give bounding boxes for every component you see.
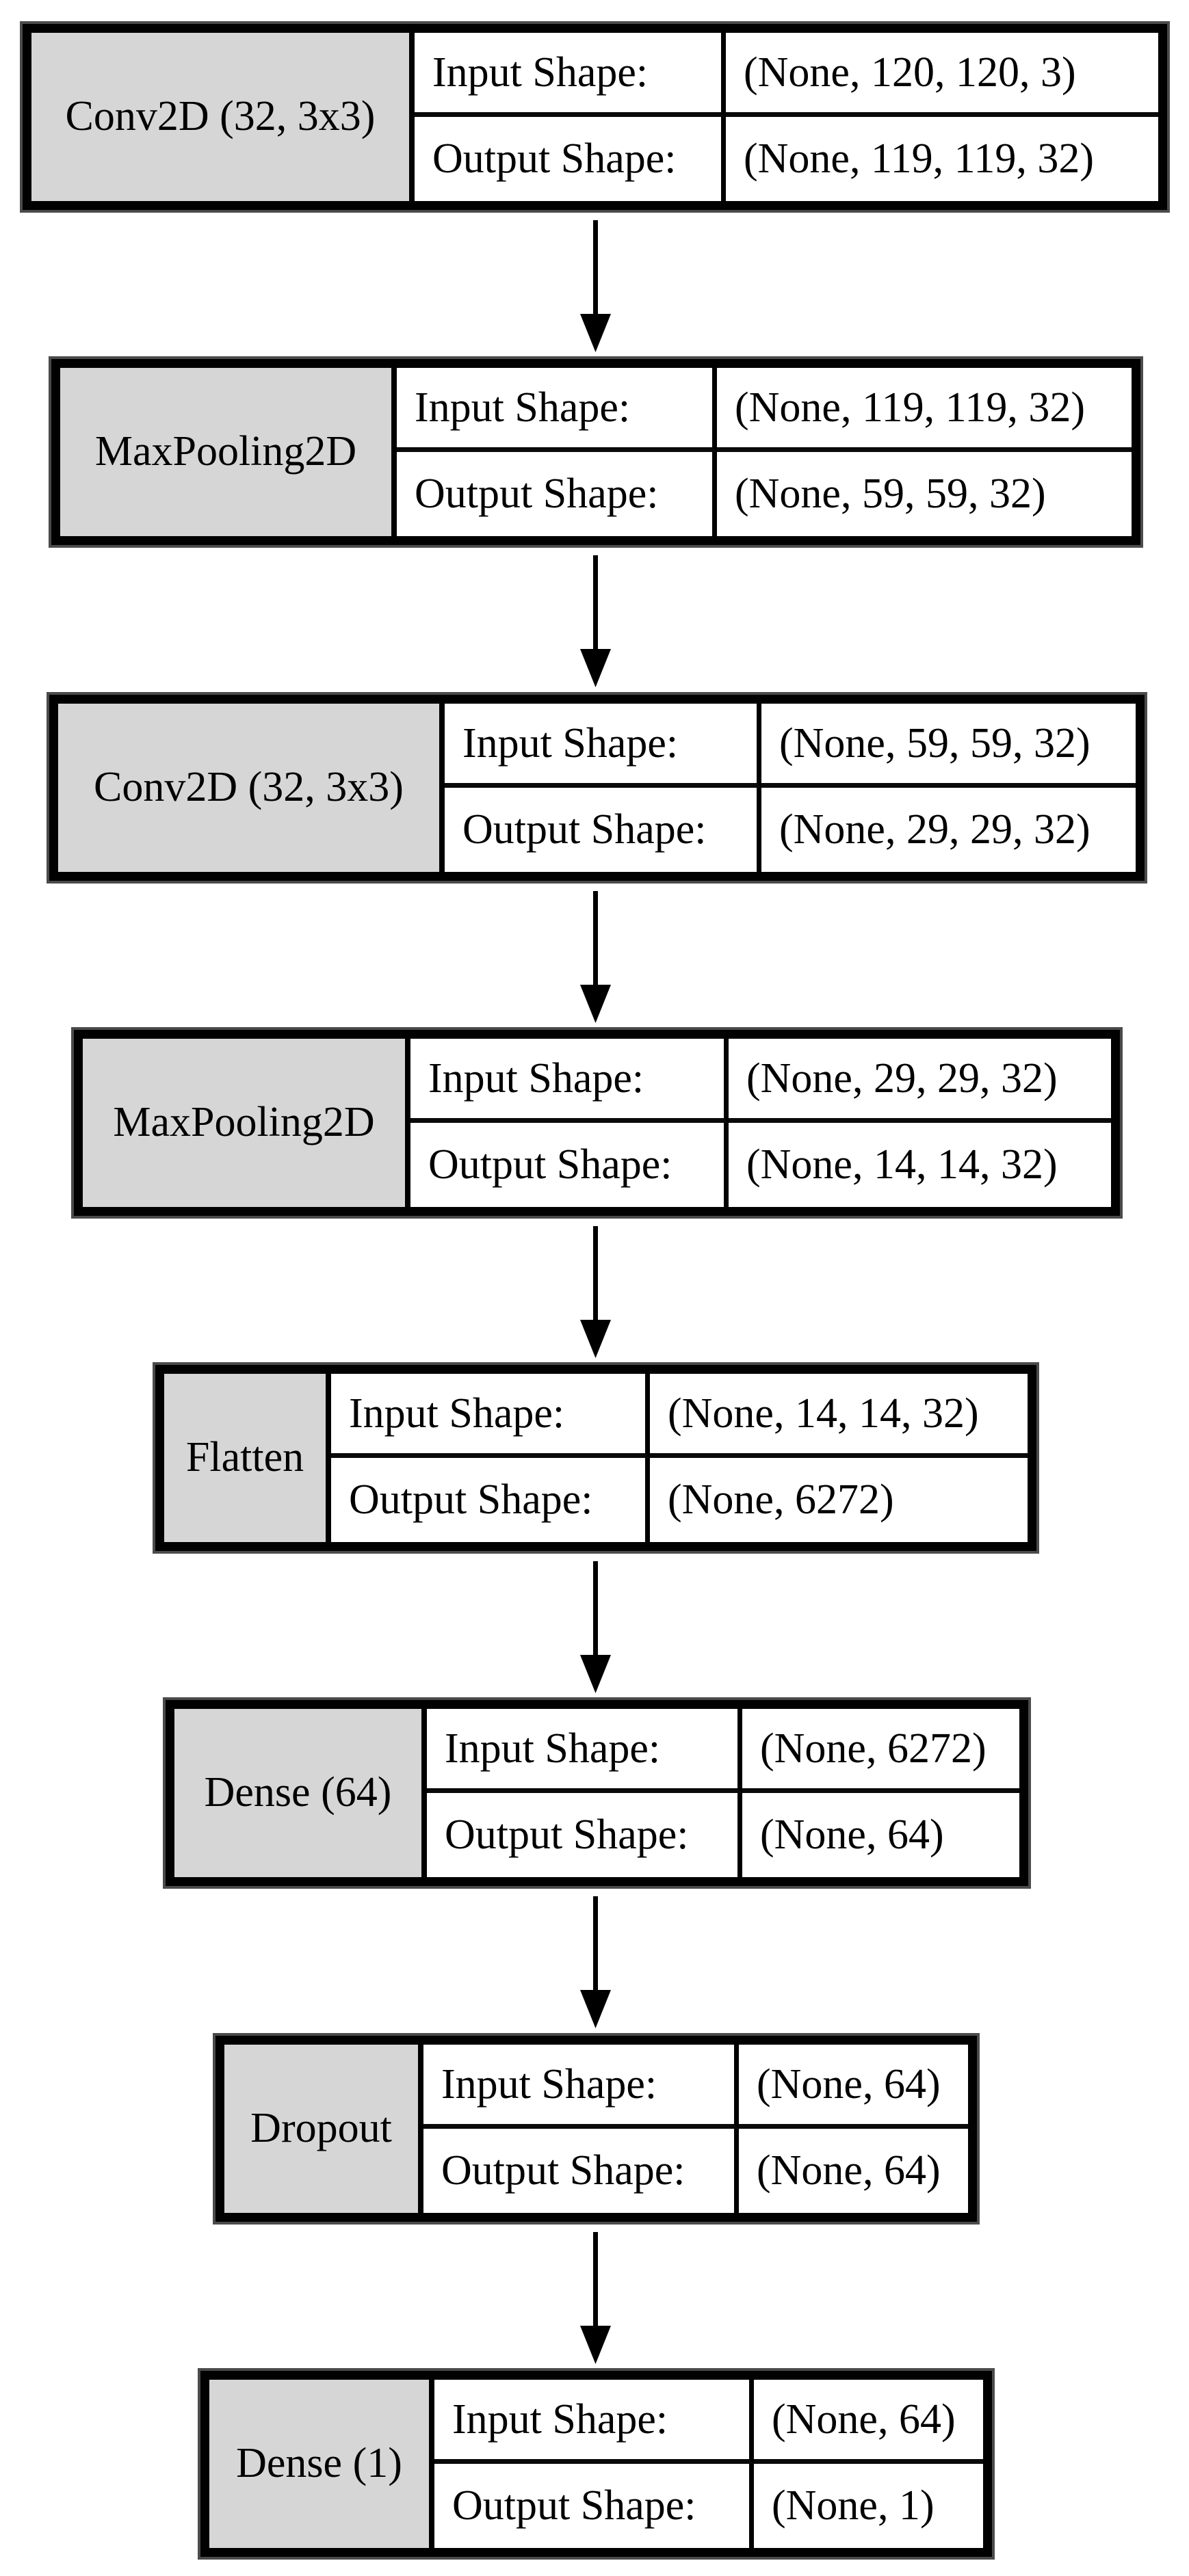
input-shape-label: Input Shape: bbox=[423, 2045, 739, 2129]
input-shape-label: Input Shape: bbox=[410, 1039, 729, 1123]
down-arrow-icon bbox=[580, 2232, 611, 2364]
output-shape-label: Output Shape: bbox=[410, 1123, 729, 1207]
layer-title: Dense (1) bbox=[209, 2380, 434, 2548]
layer-title: Dropout bbox=[224, 2045, 423, 2213]
layer-box-conv2d-1: Conv2D (32, 3x3) Input Shape: (None, 120… bbox=[20, 21, 1170, 213]
output-shape-value: (None, 59, 59, 32) bbox=[717, 452, 1132, 536]
output-shape-label: Output Shape: bbox=[423, 2129, 739, 2213]
input-shape-label: Input Shape: bbox=[427, 1709, 742, 1793]
input-shape-label: Input Shape: bbox=[397, 368, 717, 452]
output-shape-value: (None, 29, 29, 32) bbox=[761, 788, 1136, 872]
layer-title: MaxPooling2D bbox=[83, 1039, 410, 1207]
layer-title: Dense (64) bbox=[174, 1709, 427, 1877]
output-shape-value: (None, 119, 119, 32) bbox=[726, 117, 1158, 201]
output-shape-label: Output Shape: bbox=[331, 1458, 650, 1542]
input-shape-value: (None, 14, 14, 32) bbox=[650, 1374, 1028, 1458]
output-shape-value: (None, 1) bbox=[754, 2464, 983, 2548]
input-shape-value: (None, 64) bbox=[754, 2380, 983, 2464]
output-shape-label: Output Shape: bbox=[434, 2464, 754, 2548]
down-arrow-icon bbox=[580, 1561, 611, 1693]
layer-box-flatten: Flatten Input Shape: (None, 14, 14, 32) … bbox=[153, 1362, 1039, 1554]
down-arrow-icon bbox=[580, 555, 611, 687]
input-shape-label: Input Shape: bbox=[434, 2380, 754, 2464]
output-shape-value: (None, 14, 14, 32) bbox=[729, 1123, 1111, 1207]
input-shape-label: Input Shape: bbox=[331, 1374, 650, 1458]
layer-box-dropout: Dropout Input Shape: (None, 64) Output S… bbox=[213, 2033, 980, 2225]
output-shape-label: Output Shape: bbox=[415, 117, 726, 201]
input-shape-value: (None, 29, 29, 32) bbox=[729, 1039, 1111, 1123]
output-shape-label: Output Shape: bbox=[397, 452, 717, 536]
input-shape-value: (None, 119, 119, 32) bbox=[717, 368, 1132, 452]
down-arrow-icon bbox=[580, 1226, 611, 1358]
output-shape-value: (None, 64) bbox=[739, 2129, 968, 2213]
output-shape-label: Output Shape: bbox=[445, 788, 761, 872]
layer-box-maxpooling2d-1: MaxPooling2D Input Shape: (None, 119, 11… bbox=[49, 356, 1143, 548]
input-shape-value: (None, 64) bbox=[739, 2045, 968, 2129]
layer-title: Conv2D (32, 3x3) bbox=[58, 704, 445, 872]
layer-box-conv2d-2: Conv2D (32, 3x3) Input Shape: (None, 59,… bbox=[47, 692, 1147, 884]
down-arrow-icon bbox=[580, 891, 611, 1023]
output-shape-label: Output Shape: bbox=[427, 1793, 742, 1877]
down-arrow-icon bbox=[580, 1896, 611, 2028]
output-shape-value: (None, 6272) bbox=[650, 1458, 1028, 1542]
down-arrow-icon bbox=[580, 220, 611, 352]
output-shape-value: (None, 64) bbox=[742, 1793, 1019, 1877]
input-shape-label: Input Shape: bbox=[445, 704, 761, 788]
layer-title: Conv2D (32, 3x3) bbox=[31, 33, 415, 201]
layer-box-dense-1: Dense (1) Input Shape: (None, 64) Output… bbox=[198, 2368, 995, 2560]
layer-title: Flatten bbox=[164, 1374, 331, 1542]
input-shape-value: (None, 59, 59, 32) bbox=[761, 704, 1136, 788]
input-shape-label: Input Shape: bbox=[415, 33, 726, 117]
input-shape-value: (None, 6272) bbox=[742, 1709, 1019, 1793]
layer-title: MaxPooling2D bbox=[60, 368, 397, 536]
input-shape-value: (None, 120, 120, 3) bbox=[726, 33, 1158, 117]
layer-box-maxpooling2d-2: MaxPooling2D Input Shape: (None, 29, 29,… bbox=[71, 1027, 1123, 1219]
layer-box-dense-64: Dense (64) Input Shape: (None, 6272) Out… bbox=[163, 1697, 1031, 1889]
